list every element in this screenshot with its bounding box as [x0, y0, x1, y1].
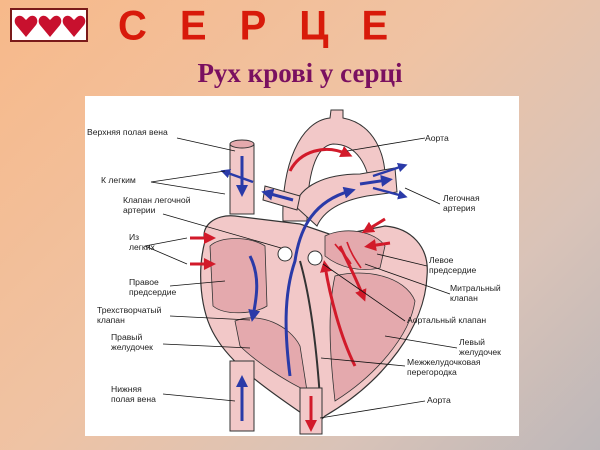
label-superior-vena-cava: Верхняя полая вена: [87, 127, 168, 137]
label-right-ventricle: Правый желудочек: [111, 332, 153, 352]
pulmonary-valve-shape: [277, 246, 293, 262]
label-pulmonary-artery: Легочная артерия: [443, 193, 480, 213]
page-subtitle: Рух крові у серці: [197, 58, 403, 88]
label-inferior-vena-cava: Нижняя полая вена: [111, 384, 156, 404]
label-aorta-top: Аорта: [425, 133, 449, 143]
right-atrium-shape: [209, 238, 268, 314]
label-aorta-bottom: Аорта: [427, 395, 451, 405]
heart-diagram: Верхняя полая вена К легким Клапан легоч…: [85, 96, 519, 436]
label-left-atrium: Левое предсердие: [429, 255, 477, 275]
label-septum: Межжелудочковая перегородка: [407, 357, 481, 377]
label-tricuspid-valve: Трехстворчатый клапан: [97, 305, 162, 325]
heart-illustration: [144, 109, 458, 435]
label-aortic-valve: Аортальный клапан: [407, 315, 487, 325]
label-mitral-valve: Митральный клапан: [450, 283, 501, 303]
label-from-lungs: Из легких: [129, 232, 155, 252]
label-left-ventricle: Левый желудочек: [459, 337, 501, 357]
three-hearts-icon: [14, 15, 86, 37]
aortic-valve-shape: [307, 250, 323, 266]
label-leader-lines: [144, 137, 458, 419]
hearts-logo: [10, 8, 88, 42]
page-title: СЕРЦЕ: [118, 2, 422, 50]
label-right-atrium: Правое предсердие: [129, 277, 177, 297]
label-pulmonary-valve: Клапан легочной артерии: [123, 195, 191, 215]
label-to-lungs: К легким: [101, 175, 136, 185]
